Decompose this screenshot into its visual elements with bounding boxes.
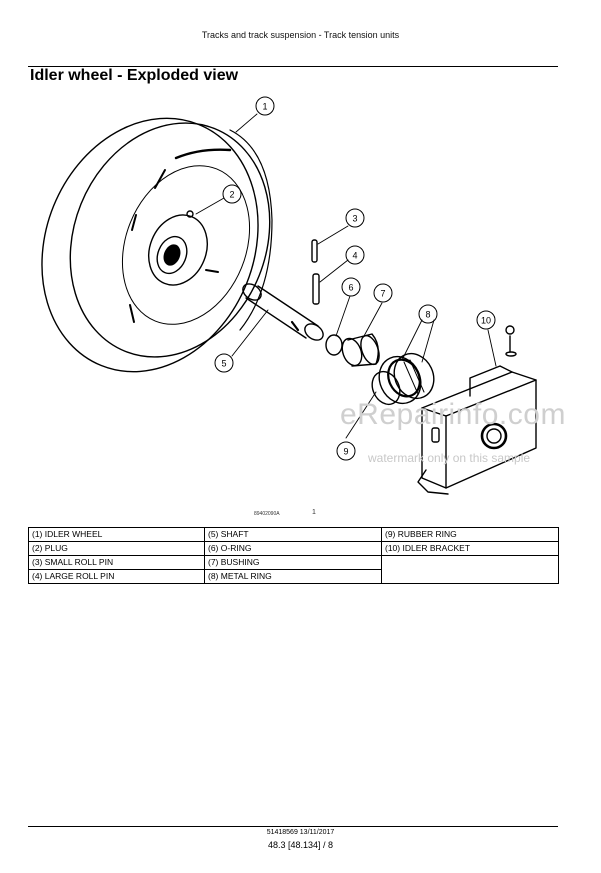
callout-4: 4: [352, 251, 357, 261]
running-header: Tracks and track suspension - Track tens…: [201, 30, 400, 40]
legend-row: (4) LARGE ROLL PIN (8) METAL RING: [28, 569, 559, 584]
footer-page-number: 48.3 [48.134] / 8: [267, 840, 334, 850]
callout-3: 3: [352, 214, 357, 224]
callout-7: 7: [380, 289, 385, 299]
callout-2: 2: [229, 190, 234, 200]
roll-pins-drawing: [311, 239, 320, 305]
legend-row: (1) IDLER WHEEL (5) SHAFT (9) RUBBER RIN…: [28, 527, 559, 542]
footer-doc-id: 51418569 13/11/2017: [266, 829, 335, 836]
rings-drawing: [371, 352, 435, 406]
footer-rule: [28, 826, 558, 827]
exploded-view-figure: 1 2 3 4 6 7 8 9 10 5: [41, 96, 537, 495]
bushing-drawing: [341, 333, 380, 367]
legend-empty-cell: [381, 555, 559, 584]
legend-cell: (9) RUBBER RING: [381, 527, 559, 542]
callout-circles: [214, 96, 496, 461]
callout-9: 9: [343, 447, 348, 457]
legend-cell: (1) IDLER WHEEL: [28, 527, 205, 542]
page-title: Idler wheel - Exploded view: [30, 67, 239, 84]
legend-cell: (2) PLUG: [28, 541, 205, 556]
idler-wheel-drawing: [41, 117, 273, 373]
legend-row: (2) PLUG (6) O-RING (10) IDLER BRACKET: [28, 541, 559, 556]
figure-reference: 89402090A: [254, 511, 280, 517]
legend-cell: (4) LARGE ROLL PIN: [28, 569, 205, 584]
callout-1: 1: [262, 102, 267, 112]
callout-10: 10: [481, 316, 491, 326]
callout-6: 6: [348, 283, 353, 293]
shaft-drawing: [242, 283, 324, 341]
legend-cell: (8) METAL RING: [204, 569, 382, 584]
legend-cell: (5) SHAFT: [204, 527, 382, 542]
legend-row: (3) SMALL ROLL PIN (7) BUSHING: [28, 555, 559, 584]
legend-cell: (7) BUSHING: [204, 555, 382, 570]
leader-lines: [195, 113, 497, 439]
o-ring-drawing: [325, 334, 343, 356]
callout-5: 5: [221, 359, 226, 369]
callout-8: 8: [425, 310, 430, 320]
legend-cell: (10) IDLER BRACKET: [381, 541, 559, 556]
figure-number: 1: [312, 509, 316, 516]
idler-bracket-drawing: [417, 325, 537, 495]
parts-legend-table: (1) IDLER WHEEL (5) SHAFT (9) RUBBER RIN…: [28, 527, 559, 584]
legend-cell: (6) O-RING: [204, 541, 382, 556]
header-rule: [28, 66, 558, 67]
legend-cell: (3) SMALL ROLL PIN: [28, 555, 205, 570]
